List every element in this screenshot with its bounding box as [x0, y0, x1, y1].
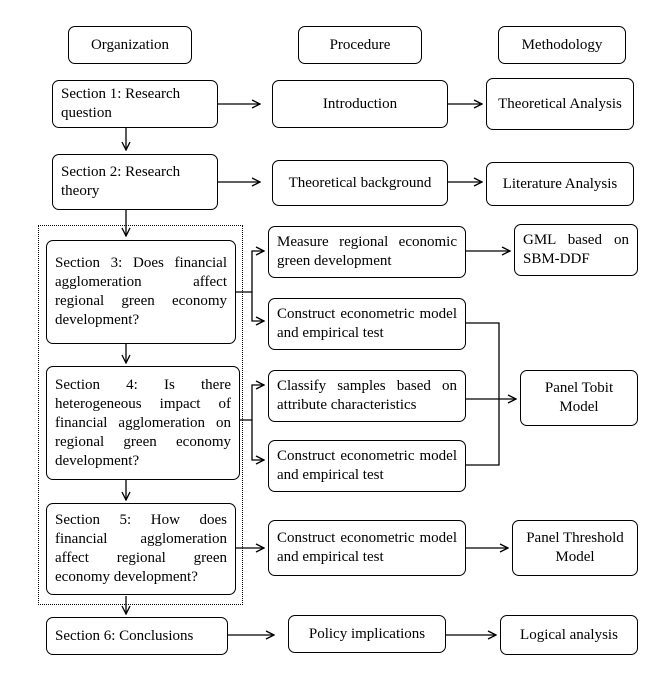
literature-analysis-box: Literature Analysis	[486, 162, 634, 206]
measure-green-development-box: Measure regional economic green developm…	[268, 226, 466, 278]
introduction-box: Introduction	[272, 80, 448, 128]
construct-model-s3-box: Construct econometric model and empirica…	[268, 298, 466, 350]
fork-s4	[240, 385, 264, 421]
section-4-box: Section 4: Is there heterogeneous impact…	[46, 366, 240, 480]
classify-samples-box: Classify samples based on attribute char…	[268, 370, 466, 422]
section-6-box: Section 6: Conclusions	[46, 617, 228, 655]
sections-3-5-group	[38, 225, 243, 605]
construct-model-s5-box: Construct econometric model and empirica…	[268, 520, 466, 576]
section-3-box: Section 3: Does financial agglomeration …	[46, 240, 236, 344]
theoretical-background-box: Theoretical background	[272, 160, 448, 206]
header-methodology: Methodology	[498, 26, 626, 64]
header-procedure: Procedure	[298, 26, 422, 64]
section-5-box: Section 5: How does financial agglomerat…	[46, 503, 236, 595]
gml-sbm-ddf-box: GML based on SBM-DDF	[514, 224, 638, 276]
panel-threshold-model-box: Panel Threshold Model	[512, 520, 638, 576]
panel-tobit-model-box: Panel Tobit Model	[520, 370, 638, 426]
policy-implications-box: Policy implications	[288, 615, 446, 653]
section-2-box: Section 2: Research theory	[52, 154, 218, 210]
bracket-tobit	[466, 322, 500, 466]
header-organization: Organization	[68, 26, 192, 64]
theoretical-analysis-box: Theoretical Analysis	[486, 78, 634, 130]
section-1-box: Section 1: Research question	[52, 80, 218, 128]
logical-analysis-box: Logical analysis	[500, 615, 638, 655]
fork-s3	[236, 251, 264, 293]
construct-model-s4-box: Construct econometric model and empirica…	[268, 440, 466, 492]
